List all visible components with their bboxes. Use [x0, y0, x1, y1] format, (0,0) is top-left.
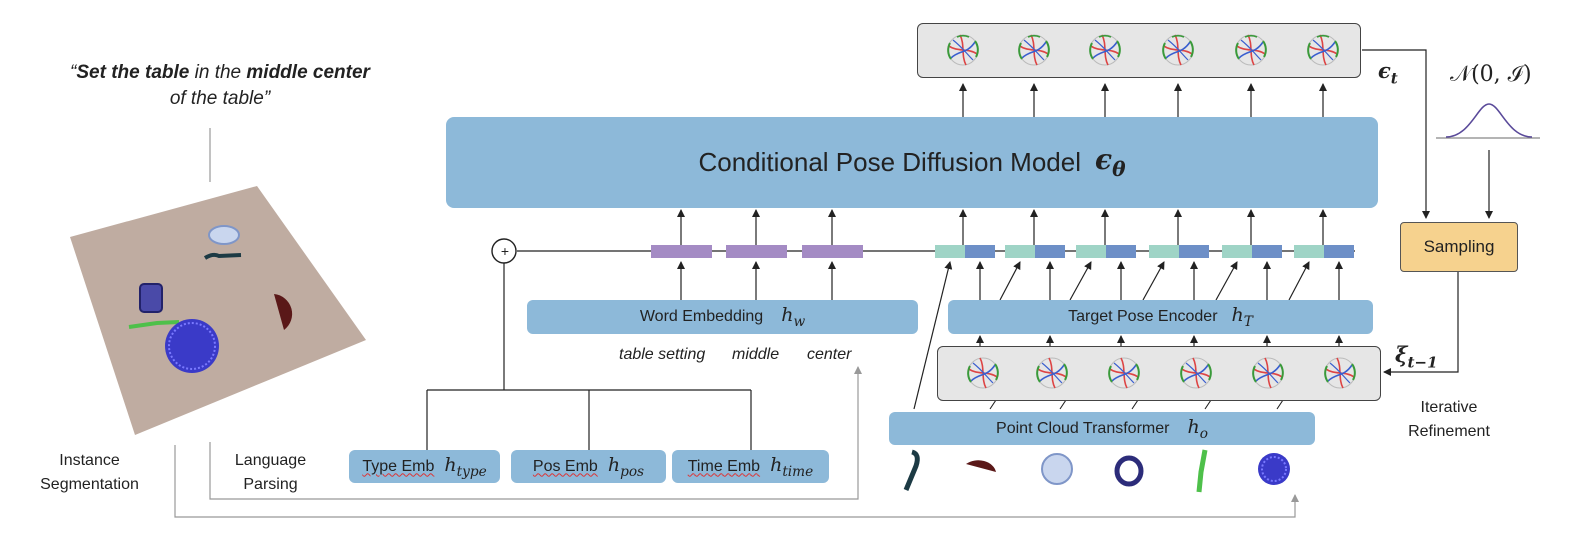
- table-scene: [70, 186, 366, 435]
- embedding-tree: [426, 263, 752, 452]
- xi-label: ξt−1: [1395, 342, 1438, 372]
- diffusion-model-box: Conditional Pose Diffusion Model ϵθ: [446, 117, 1378, 208]
- word-token: [802, 245, 863, 258]
- object-token-blue: [1324, 245, 1354, 258]
- object-point-clouds: [903, 449, 1290, 493]
- cup-cloud: [1114, 455, 1144, 487]
- normal-distribution-label: 𝒩(0, ℐ): [1450, 62, 1532, 87]
- quote-bold-1: Set the table: [76, 62, 190, 83]
- slice-cloud: [966, 460, 996, 472]
- parsed-word: middle: [732, 346, 780, 363]
- object-token-teal: [1149, 245, 1179, 258]
- parsed-word: table setting: [619, 346, 706, 363]
- instruction-quote: “Set the table in the middle center of t…: [70, 62, 370, 109]
- refinement-pose-panel: [937, 346, 1381, 401]
- word-token: [726, 245, 787, 258]
- epsilon-t-label: ϵt: [1378, 58, 1398, 88]
- quote-bold-2: middle center: [246, 62, 370, 83]
- object-token-blue: [1035, 245, 1065, 258]
- object-token-blue: [965, 245, 995, 258]
- word-token: [651, 245, 712, 258]
- point-cloud-transformer-box: Point Cloud Transformer ho: [889, 412, 1315, 445]
- object-token-blue: [1179, 245, 1209, 258]
- sampling-box: Sampling: [1400, 222, 1518, 272]
- pos-emb-box: Pos Emb hpos: [511, 450, 666, 483]
- knife-object: [128, 320, 180, 329]
- type-emb-box: Type Emb htype: [349, 450, 500, 483]
- bowl-cloud: [1041, 453, 1073, 485]
- knife-cloud: [1196, 449, 1208, 493]
- cup-object: [139, 283, 163, 313]
- object-token-blue: [1252, 245, 1282, 258]
- target-pose-encoder-box: Target Pose Encoder hT: [948, 300, 1373, 334]
- diffusion-model-symbol: ϵθ: [1095, 143, 1126, 182]
- plate-object: [165, 319, 219, 373]
- spoon-object: [203, 252, 242, 260]
- sum-node: [491, 238, 517, 264]
- object-token-teal: [1222, 245, 1252, 258]
- noise-pose-panel: [917, 23, 1361, 78]
- quote-line-2: of the table: [169, 88, 264, 109]
- word-tokens: [651, 245, 863, 258]
- segmentation-route: [174, 445, 1299, 518]
- object-token-teal: [1294, 245, 1324, 258]
- gaussian-curve: [1436, 103, 1540, 139]
- pizza-slice-object: [274, 294, 293, 330]
- object-token-teal: [1076, 245, 1106, 258]
- language-route: [209, 366, 862, 500]
- object-tokens: [935, 245, 1354, 258]
- object-token-teal: [1005, 245, 1035, 258]
- word-embedding-box: Word Embedding hw: [527, 300, 918, 334]
- parsed-word: center: [807, 346, 852, 363]
- bowl-object: [208, 225, 240, 245]
- object-token-blue: [1106, 245, 1136, 258]
- spoon-cloud: [903, 449, 920, 491]
- diffusion-model-label: Conditional Pose Diffusion Model: [698, 147, 1081, 177]
- time-emb-box: Time Emb htime: [672, 450, 829, 483]
- table-top: [70, 186, 366, 435]
- object-token-teal: [935, 245, 965, 258]
